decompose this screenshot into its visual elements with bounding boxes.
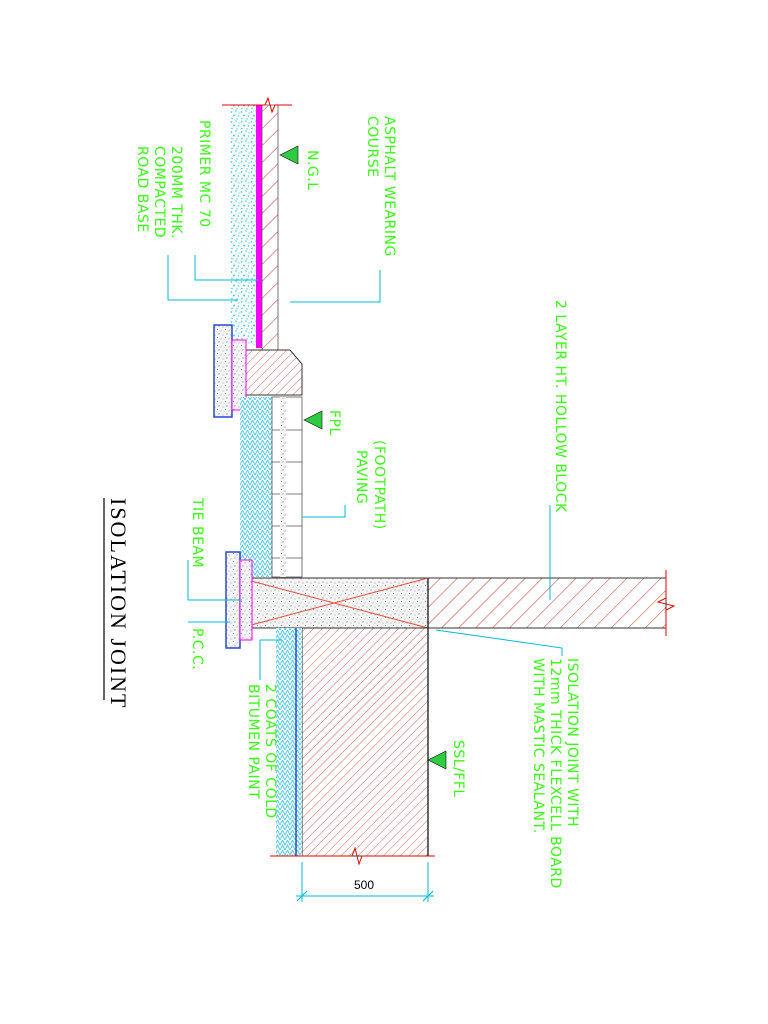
label-isolation: ISOLATION JOINT WITH 12mm THICK FLEXCELL… bbox=[530, 658, 580, 889]
leader-lines bbox=[167, 255, 563, 680]
isolation-line2: 12mm THICK FLEXCELL BOARD bbox=[547, 658, 563, 889]
ngl-marker-icon bbox=[279, 145, 299, 165]
bitumen-line2: BITUMEN PAINT bbox=[245, 684, 261, 799]
break-mark-road bbox=[222, 96, 292, 114]
break-mark-slab bbox=[270, 846, 435, 866]
slab-body bbox=[301, 627, 429, 857]
fpl-marker-icon bbox=[303, 410, 323, 430]
drawing-title: ISOLATION JOINT bbox=[106, 498, 131, 709]
paving-line1: (FOOTPATH) bbox=[371, 440, 387, 530]
break-mark-wall bbox=[656, 570, 676, 636]
tie-beam-leader bbox=[187, 560, 242, 601]
kerb-stem bbox=[231, 339, 247, 411]
road-base-line3: ROAD BASE bbox=[134, 146, 150, 233]
road-base-leader bbox=[167, 255, 238, 301]
bitumen-leader bbox=[259, 639, 282, 680]
asphalt-label-line1: ASPHALT WEARING bbox=[381, 116, 397, 257]
kerb-footing bbox=[213, 324, 233, 418]
fpl-label: FPL bbox=[326, 410, 342, 436]
asphalt-leader bbox=[290, 270, 381, 303]
pcc-label: P.C.C. bbox=[189, 628, 205, 670]
hollow-block-label: 2 LAYER HT. HOLLOW BLOCK bbox=[552, 300, 568, 513]
road-section bbox=[222, 96, 292, 351]
asphalt-label-line2: COURSE bbox=[364, 116, 380, 178]
paving-bedding bbox=[280, 397, 286, 577]
slab-bitumen-base bbox=[276, 628, 302, 856]
bitumen-line1: 2 COATS OF COLD bbox=[262, 684, 278, 819]
dim-value: 500 bbox=[354, 878, 374, 892]
road-base-line2: COMPACTED bbox=[151, 146, 167, 238]
level-markers bbox=[279, 145, 447, 770]
tie-beam-cross-2 bbox=[239, 577, 429, 629]
tie-beam-label: TIE BEAM bbox=[189, 497, 205, 568]
paving-leader bbox=[302, 505, 346, 518]
ngl-label: N.G.L bbox=[304, 150, 320, 191]
label-asphalt: ASPHALT WEARING COURSE bbox=[364, 116, 397, 257]
dim-tick-left bbox=[296, 890, 308, 902]
ssl-label: SSL/FFL bbox=[450, 740, 466, 798]
label-paving: (FOOTPATH) PAVING bbox=[353, 440, 387, 530]
primer-label: PRIMER MC 70 bbox=[196, 120, 212, 228]
isolation-line3: WITH MASTIC SEALANT. bbox=[530, 658, 546, 834]
label-bitumen: 2 COATS OF COLD BITUMEN PAINT bbox=[245, 684, 278, 819]
paving-blocks bbox=[271, 396, 303, 578]
dimension-500: 500 bbox=[296, 862, 434, 902]
isolation-line1: ISOLATION JOINT WITH bbox=[564, 658, 580, 827]
asphalt-layer bbox=[261, 104, 279, 351]
primer-layer bbox=[256, 105, 262, 348]
road-base-line1: 200MM THK. bbox=[168, 146, 184, 239]
hollow-block-body bbox=[427, 577, 667, 629]
primer-leader bbox=[194, 255, 258, 281]
isolation-leader bbox=[435, 629, 563, 656]
road-base-layer bbox=[230, 105, 256, 345]
dim-tick-right bbox=[422, 890, 434, 902]
hollow-block-wall bbox=[427, 570, 676, 636]
ssl-marker-icon bbox=[427, 750, 447, 770]
slab-section bbox=[270, 627, 435, 866]
kerb-section bbox=[213, 324, 303, 418]
paving-line2: PAVING bbox=[353, 450, 369, 504]
footpath-section bbox=[240, 396, 303, 578]
label-road-base: 200MM THK. COMPACTED ROAD BASE bbox=[134, 146, 184, 239]
title-block: ISOLATION JOINT bbox=[103, 498, 131, 709]
paving-base bbox=[240, 397, 272, 577]
